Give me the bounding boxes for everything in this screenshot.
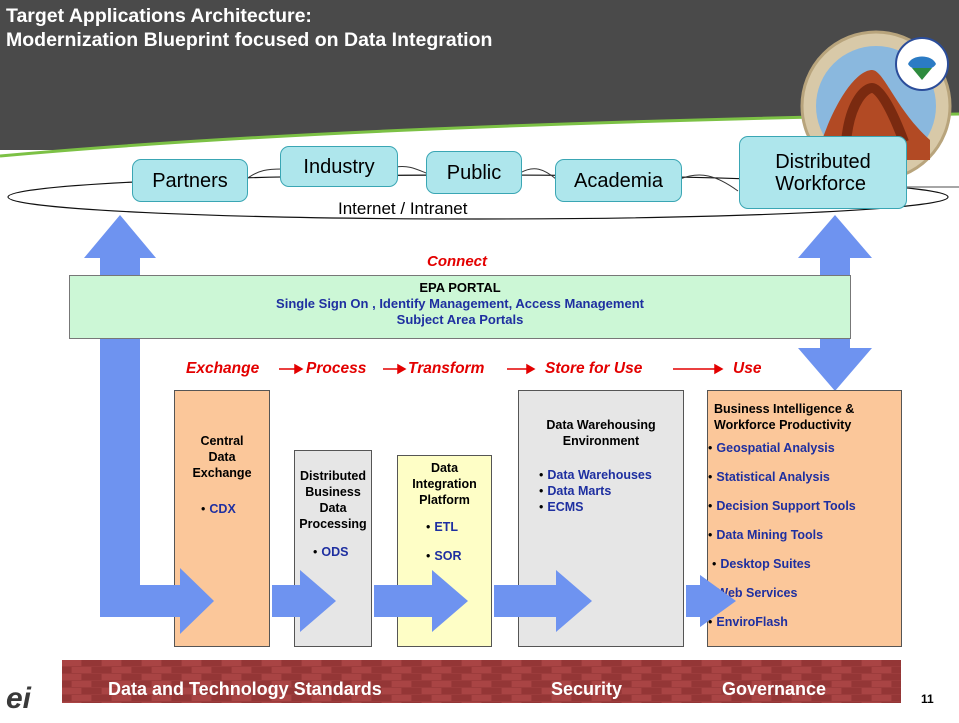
dwe-title-1: Data Warehousing: [546, 418, 656, 432]
bullet-icon: •: [708, 470, 713, 484]
bi-title-2: Workforce Productivity: [714, 418, 852, 432]
node-partners: Partners: [132, 159, 248, 202]
arrow-right-icon: [714, 363, 724, 375]
bullet-icon: •: [708, 528, 713, 542]
slide-title-line2: Modernization Blueprint focused on Data …: [6, 29, 493, 51]
foundation-security: Security: [551, 679, 623, 699]
stage-process: Process: [306, 360, 367, 377]
bullet-icon: •: [426, 520, 431, 534]
bi-item-7: EnviroFlash: [716, 615, 788, 629]
bullet-icon: •: [539, 500, 544, 514]
dwe-item-3: ECMS: [547, 500, 584, 514]
slide-title: Target Applications Architecture: Modern…: [6, 4, 492, 52]
dip-title-1: Data: [430, 461, 459, 475]
foundation-governance: Governance: [722, 679, 827, 699]
portal-title: EPA PORTAL: [419, 280, 501, 295]
dbdp-title-2: Business: [305, 485, 361, 499]
foundation-brick-wall: [62, 660, 901, 703]
box-data-warehousing-environment: Data Warehousing Environment •Data Wareh…: [518, 390, 684, 647]
bullet-icon: •: [708, 586, 713, 600]
stage-arrows: [279, 363, 724, 375]
dip-title-2: Integration: [412, 477, 477, 491]
box-distributed-business-data-processing: Distributed Business Data Processing •OD…: [294, 450, 372, 647]
portal-line2: Subject Area Portals: [396, 312, 524, 327]
portal-line1: Single Sign On , Identify Management, Ac…: [276, 296, 644, 311]
cdx-title-1: Central: [200, 434, 244, 448]
cdx-title-3: Exchange: [192, 466, 252, 480]
stage-transform: Transform: [408, 360, 485, 377]
bullet-icon: •: [708, 615, 713, 629]
arrow-right-icon: [294, 363, 304, 375]
slide-number: 11: [921, 692, 934, 706]
arrow-right-icon: [526, 363, 536, 375]
distributed-line2: Workforce: [775, 172, 866, 195]
cdx-title-2: Data: [208, 450, 236, 464]
dbdp-title-1: Distributed: [300, 469, 366, 483]
dwe-title-2: Environment: [562, 434, 640, 448]
slide-title-line1: Target Applications Architecture:: [6, 5, 312, 27]
dwe-item-2: Data Marts: [547, 484, 612, 498]
distributed-line1: Distributed: [775, 150, 871, 173]
node-industry: Industry: [280, 146, 398, 187]
node-distributed-workforce: Distributed Workforce: [739, 136, 907, 209]
bullet-icon: •: [313, 545, 318, 559]
bi-item-4: Data Mining Tools: [716, 528, 824, 542]
box-central-data-exchange: Central Data Exchange •CDX: [174, 390, 270, 647]
cei-logo-icon: ei: [6, 682, 32, 715]
dbdp-title-4: Processing: [299, 517, 367, 531]
bullet-icon: •: [712, 557, 717, 571]
bi-item-6: Web Services: [716, 586, 798, 600]
bi-item-3: Decision Support Tools: [716, 499, 856, 513]
stage-exchange: Exchange: [186, 360, 260, 377]
bullet-icon: •: [201, 502, 206, 516]
box-business-intelligence: Business Intelligence & Workforce Produc…: [707, 390, 902, 647]
bullet-icon: •: [539, 468, 544, 482]
box-data-integration-platform: Data Integration Platform •ETL •SOR: [397, 455, 492, 647]
bullet-icon: •: [708, 441, 713, 455]
internet-intranet-label: Internet / Intranet: [338, 199, 468, 218]
connect-label: Connect: [427, 253, 487, 270]
stage-store-for-use: Store for Use: [545, 360, 643, 377]
arrow-right-icon: [397, 363, 407, 375]
bi-title-1: Business Intelligence &: [714, 402, 855, 416]
bullet-icon: •: [539, 484, 544, 498]
foundation-standards: Data and Technology Standards: [108, 679, 382, 699]
bi-item-1: Geospatial Analysis: [716, 441, 835, 455]
stage-use: Use: [733, 360, 762, 377]
epa-portal-box: EPA PORTAL Single Sign On , Identify Man…: [69, 275, 851, 339]
bi-item-5: Desktop Suites: [720, 557, 811, 571]
bullet-icon: •: [426, 549, 431, 563]
dip-item-1: ETL: [434, 520, 458, 534]
bi-item-2: Statistical Analysis: [716, 470, 830, 484]
dbdp-title-3: Data: [319, 501, 347, 515]
dip-item-2: SOR: [434, 549, 462, 563]
dwe-item-1: Data Warehouses: [547, 468, 652, 482]
dip-title-3: Platform: [419, 493, 470, 507]
node-academia: Academia: [555, 159, 682, 202]
bullet-icon: •: [708, 499, 713, 513]
dbdp-item-1: ODS: [321, 545, 349, 559]
cdx-item-1: CDX: [209, 502, 236, 516]
node-public: Public: [426, 151, 522, 194]
